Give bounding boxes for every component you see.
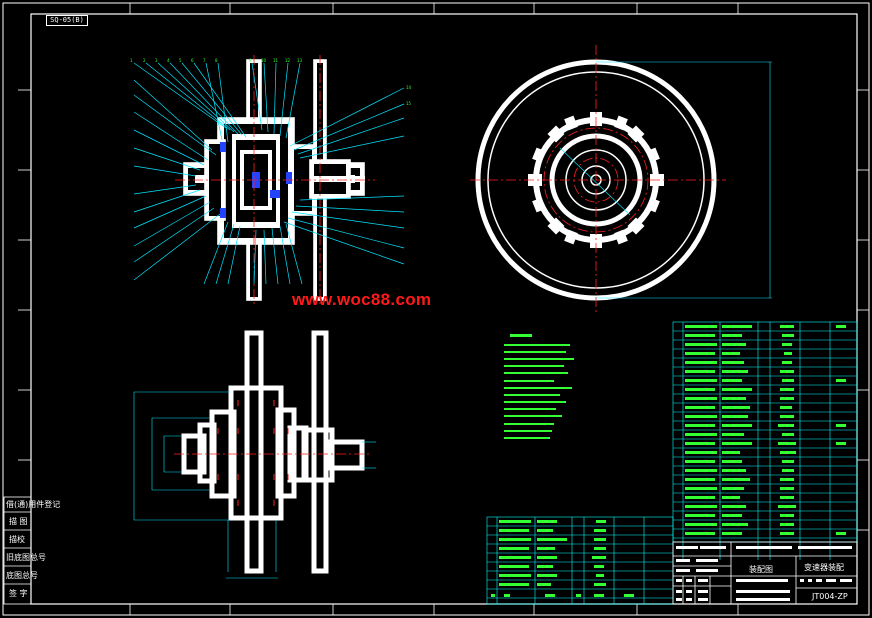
- exterior-view: [181, 330, 365, 574]
- side-dimension: [559, 61, 772, 299]
- section-centerlines: [175, 55, 375, 305]
- stamp-label-3: 描校: [9, 534, 25, 544]
- title-block-small-text: [676, 546, 852, 601]
- inner-border: [30, 13, 858, 605]
- stamp-label-2: 描 图: [9, 516, 28, 526]
- svg-text:15: 15: [406, 101, 412, 106]
- svg-text:2: 2: [143, 58, 146, 63]
- stamp-label-1: 借(通)用件登记: [6, 499, 60, 509]
- zone-ticks: [18, 3, 869, 615]
- svg-text:8: 8: [215, 58, 218, 63]
- title-part-name: 装配图: [749, 564, 773, 574]
- exterior-marks: [217, 400, 289, 506]
- stamp-label-6: 签 字: [9, 588, 28, 598]
- spline-teeth: [528, 112, 664, 248]
- parts-list-bottom-text: [491, 520, 634, 597]
- svg-text:12: 12: [285, 58, 291, 63]
- part-leaders-right: [251, 62, 405, 285]
- svg-text:1: 1: [130, 58, 133, 63]
- exterior-dimensions: [133, 391, 376, 579]
- part-leaders-left: [133, 62, 247, 285]
- svg-text:10: 10: [261, 58, 267, 63]
- svg-text:9: 9: [249, 58, 252, 63]
- stamp-label-4: 旧底图总号: [6, 552, 46, 562]
- svg-text:3: 3: [155, 58, 158, 63]
- title-block: [672, 541, 858, 605]
- side-centerlines: [470, 45, 726, 312]
- parts-list-right-rows: [673, 330, 857, 539]
- stamp-label-5: 底图总号: [6, 570, 38, 580]
- parts-list-right-text: [685, 325, 846, 535]
- title-sheet-code: JT004-ZP: [811, 592, 848, 601]
- svg-text:14: 14: [406, 85, 412, 90]
- svg-text:7: 7: [203, 58, 206, 63]
- svg-text:11: 11: [273, 58, 279, 63]
- technical-requirements-text: [504, 334, 574, 439]
- svg-text:5: 5: [179, 58, 182, 63]
- svg-text:13: 13: [297, 58, 303, 63]
- svg-text:6: 6: [191, 58, 194, 63]
- drawing-number-box: SQ-05(B): [46, 15, 88, 26]
- parts-list-bottom-rows: [487, 525, 673, 599]
- watermark-url: www.woc88.com: [292, 290, 432, 309]
- title-assembly-name: 变速器装配: [804, 562, 844, 572]
- svg-text:4: 4: [167, 58, 170, 63]
- left-stamp-table: [3, 496, 32, 605]
